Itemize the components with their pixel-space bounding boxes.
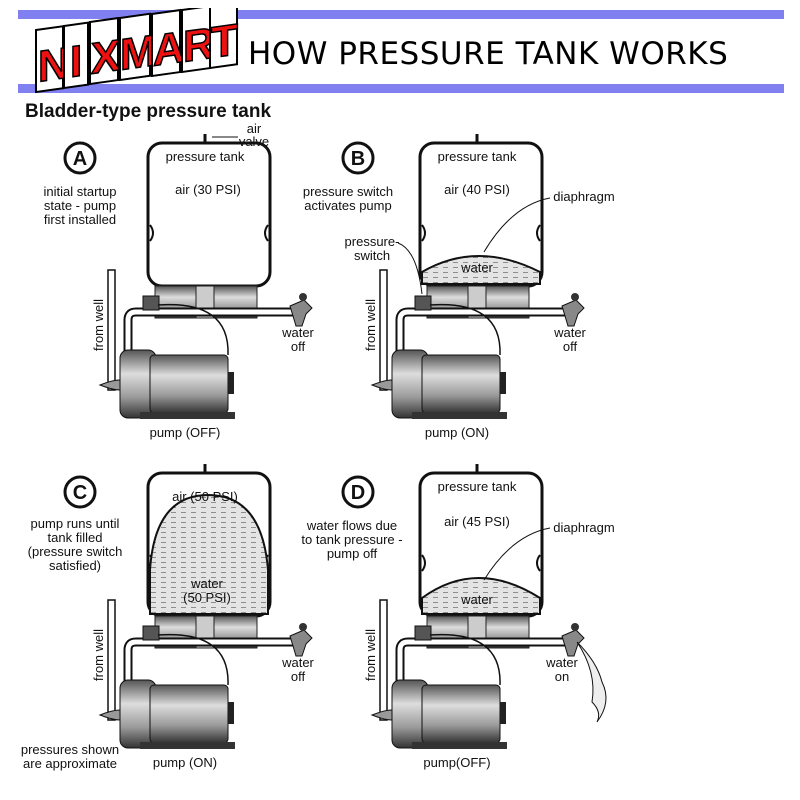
panel-description-line: pump off: [327, 546, 378, 561]
air-pressure-label: air (50 PSI): [172, 489, 238, 504]
nixmart-logo: N I X M A R T: [35, 8, 239, 94]
faucet-label: off: [563, 339, 578, 354]
faucet-label: water: [545, 655, 578, 670]
from-well-label: from well: [91, 629, 106, 681]
faucet-label: water: [281, 655, 314, 670]
water-label: water: [460, 592, 493, 607]
header-bar-top: [18, 10, 784, 19]
tank-label: pressure tank: [438, 479, 517, 494]
faucet-label: water: [553, 325, 586, 340]
page-title: HOW PRESSURE TANK WORKS: [248, 36, 729, 72]
svg-text:A: A: [153, 23, 185, 76]
faucet-label: water: [281, 325, 314, 340]
pressure-switch-label: pressure-: [345, 234, 400, 249]
svg-text:T: T: [211, 15, 238, 68]
faucet-label: off: [291, 339, 306, 354]
panel-d: D water flows due to tank pressure - pum…: [301, 462, 615, 770]
panel-description-line: satisfied): [49, 558, 101, 573]
water-label: (50 PSI): [183, 590, 231, 605]
panel-description-line: to tank pressure -: [301, 532, 402, 547]
water-volume: [421, 577, 541, 615]
panel-description-line: pressure switch: [303, 184, 393, 199]
panel-letter: C: [73, 482, 87, 504]
water-label: water: [460, 260, 493, 275]
faucet-label: off: [291, 669, 306, 684]
tank-label: pressure tank: [438, 149, 517, 164]
panel-description-line: pump runs until: [31, 516, 120, 531]
from-well-label: from well: [363, 299, 378, 351]
water-volume: [421, 255, 541, 285]
letter-circle: [63, 141, 97, 175]
panel-description-line: water flows due: [306, 518, 397, 533]
panel-description-line: state - pump: [44, 198, 116, 213]
header-bar-bottom: [18, 84, 784, 93]
panel-a: A initial startup state - pump first ins…: [44, 121, 315, 440]
faucet-label: on: [555, 669, 569, 684]
svg-text:I: I: [70, 37, 82, 87]
diagram-heading: Bladder-type pressure tank: [25, 101, 271, 122]
pump-status-label: pump(OFF): [423, 755, 490, 770]
footnote: are approximate: [23, 756, 117, 771]
footnote: pressures shown: [21, 742, 119, 757]
pressure-switch-label: switch: [354, 248, 390, 263]
diaphragm-label: diaphragm: [553, 189, 614, 204]
panel-letter: A: [73, 148, 87, 170]
tank-label: pressure tank: [166, 149, 245, 164]
pump-status-label: pump (ON): [425, 425, 489, 440]
air-valve-label: valve: [239, 134, 269, 149]
panel-b: B pressure switch activates pump pressur…: [303, 132, 615, 440]
panel-letter: D: [351, 482, 365, 504]
panel-description-line: (pressure switch: [28, 544, 123, 559]
panel-description-line: first installed: [44, 212, 116, 227]
air-pressure-label: air (40 PSI): [444, 182, 510, 197]
from-well-label: from well: [91, 299, 106, 351]
from-well-label: from well: [363, 629, 378, 681]
air-pressure-label: air (45 PSI): [444, 514, 510, 529]
svg-text:X: X: [91, 31, 121, 84]
water-spray: [576, 641, 607, 723]
panel-description-line: activates pump: [304, 198, 391, 213]
panel-description-line: tank filled: [48, 530, 103, 545]
pump-status-label: pump (ON): [153, 755, 217, 770]
diaphragm-label: diaphragm: [553, 520, 614, 535]
water-volume: [149, 493, 269, 615]
air-valve-label: air: [247, 121, 262, 136]
panel-c: C pump runs until tank filled (pressure …: [28, 462, 315, 770]
pump-status-label: pump (OFF): [150, 425, 221, 440]
panel-letter: B: [351, 148, 365, 170]
air-pressure-label: air (30 PSI): [175, 182, 241, 197]
panel-description-line: initial startup: [44, 184, 117, 199]
water-label: water: [190, 576, 223, 591]
